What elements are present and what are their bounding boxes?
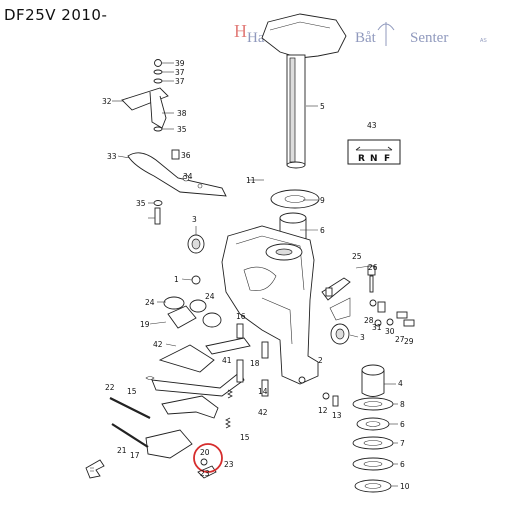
anchor-icon — [377, 22, 395, 46]
callout-14: 14 — [258, 387, 268, 396]
callout-30: 30 — [385, 327, 395, 336]
callout-33: 33 — [107, 152, 117, 161]
callout-2: 2 — [318, 356, 323, 365]
callout-13: 13 — [332, 411, 342, 420]
callout-8: 8 — [400, 400, 405, 409]
part-tilt-lever-32 — [121, 87, 169, 129]
part-swivel-bracket-2 — [221, 225, 319, 385]
callout-5: 5 — [320, 102, 325, 111]
callout-6: 6 — [400, 460, 405, 469]
part-ring-stack — [352, 397, 394, 493]
callout-11: 11 — [246, 176, 256, 185]
callout-21: 21 — [117, 446, 127, 455]
callout-23: 23 — [200, 469, 210, 478]
callout-43: 43 — [367, 121, 377, 130]
callout-15: 15 — [127, 387, 137, 396]
shift-label-f: F — [384, 154, 390, 164]
shift-label-n: N — [370, 154, 378, 164]
watermark-text-c: Senter — [410, 30, 448, 46]
front-direction-icon — [85, 459, 105, 479]
callout-37: 37 — [175, 77, 185, 86]
shift-indicator-plate: R N F — [347, 139, 401, 165]
callout-9: 9 — [320, 196, 325, 205]
callout-34: 34 — [183, 172, 193, 181]
callout-6: 6 — [320, 226, 325, 235]
callout-31: 31 — [372, 323, 382, 332]
callout-35: 35 — [136, 199, 146, 208]
watermark-initial: H — [234, 21, 247, 41]
diagram-title: DF25V 2010- — [4, 6, 108, 24]
callout-19: 19 — [140, 320, 150, 329]
callout-29: 29 — [404, 337, 414, 346]
callout-36: 36 — [181, 151, 191, 160]
leader-lines — [112, 62, 398, 487]
watermark-text-b: Båt — [355, 30, 377, 46]
callout-28: 28 — [364, 316, 374, 325]
callout-3: 3 — [192, 215, 197, 224]
callout-42: 42 — [258, 408, 268, 417]
part-tilt-plate-33 — [127, 152, 227, 197]
callout-32: 32 — [102, 97, 112, 106]
callout-22: 22 — [105, 383, 115, 392]
callout-17: 17 — [130, 451, 140, 460]
callout-3: 3 — [360, 333, 365, 342]
callout-25: 25 — [352, 252, 362, 261]
shift-label-r: R — [358, 154, 365, 164]
callout-38: 38 — [177, 109, 187, 118]
part-bushing-3-right — [330, 323, 350, 345]
highlight-ring-part-20 — [193, 443, 223, 473]
callout-10: 10 — [400, 482, 410, 491]
callout-27: 27 — [395, 335, 405, 344]
part-stopper-4 — [361, 364, 385, 397]
callout-23: 23 — [224, 460, 234, 469]
callout-4: 4 — [398, 379, 403, 388]
callout-26: 26 — [368, 263, 378, 272]
callout-20: 20 — [200, 448, 210, 457]
callout-41: 41 — [222, 356, 232, 365]
callout-37: 37 — [175, 68, 185, 77]
arrow-icon — [355, 146, 393, 151]
callout-numbers: 39 37 37 32 38 35 33 36 34 35 3 5 43 11 … — [102, 59, 414, 491]
callout-1: 1 — [174, 275, 179, 284]
callout-24: 24 — [145, 298, 155, 307]
callout-39: 39 — [175, 59, 185, 68]
part-bushing-3-left — [187, 234, 205, 254]
part-bolts-right — [321, 265, 415, 327]
part-bottom-mechanism — [109, 341, 339, 479]
callout-12: 12 — [318, 406, 328, 415]
part-left-cluster — [163, 275, 251, 355]
callout-7: 7 — [400, 439, 405, 448]
callout-35: 35 — [177, 125, 187, 134]
callout-42: 42 — [153, 340, 163, 349]
watermark-suffix: AS — [480, 38, 487, 44]
callout-18: 18 — [250, 359, 260, 368]
part-steering-bracket — [261, 13, 347, 169]
small-hardware-top-left — [153, 59, 180, 225]
callout-15: 15 — [240, 433, 250, 442]
callout-16: 16 — [236, 312, 246, 321]
callout-24: 24 — [205, 292, 215, 301]
callout-6: 6 — [400, 420, 405, 429]
